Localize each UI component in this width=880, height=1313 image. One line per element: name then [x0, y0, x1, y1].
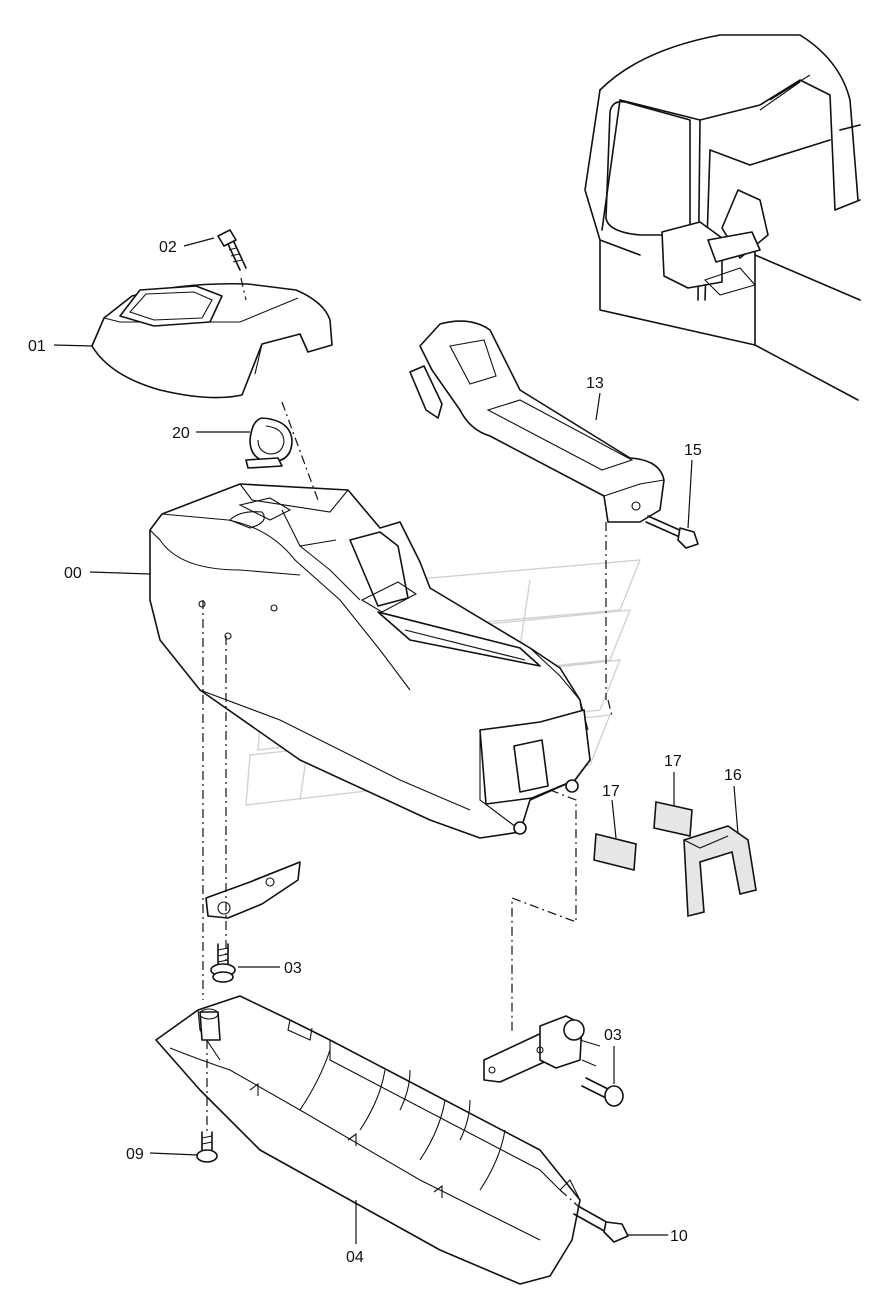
callout-20: 20	[172, 425, 190, 442]
part-16-u-seal	[683, 825, 757, 918]
part-20-clamp	[245, 417, 293, 469]
callout-labels: 02 01 20 00 13 15 17 17 16 03 03 09 10 0…	[28, 239, 742, 1266]
callout-leaders	[53, 237, 739, 1244]
callout-09: 09	[126, 1146, 144, 1163]
part-09-bolt	[196, 1131, 218, 1163]
cab-reference-view	[584, 34, 861, 401]
rear-bracket	[483, 1015, 601, 1083]
part-00-console-body	[149, 483, 591, 839]
lower-bracket	[205, 861, 301, 919]
part-04-under-tray	[155, 995, 581, 1285]
part-03-bolt-left	[210, 943, 236, 983]
callout-16: 16	[724, 767, 742, 784]
callout-03-left: 03	[284, 960, 302, 977]
part-03-bolt-right	[581, 1077, 624, 1107]
callout-13: 13	[586, 375, 604, 392]
part-17-foam-pad-lower	[593, 832, 637, 872]
part-10-bolt	[573, 1205, 629, 1243]
part-15-bolt	[645, 515, 699, 549]
callout-03-right: 03	[604, 1027, 622, 1044]
part-13-armrest	[409, 320, 665, 523]
part-17-foam-pad-upper	[653, 801, 693, 837]
callout-01: 01	[28, 338, 46, 355]
assembly-centerlines	[202, 277, 613, 1207]
callout-00: 00	[64, 565, 82, 582]
callout-02: 02	[159, 239, 177, 256]
callout-17-lower: 17	[602, 783, 620, 800]
part-01-upper-cover	[91, 282, 333, 399]
callout-10: 10	[670, 1228, 688, 1245]
part-02-bolt	[217, 229, 247, 271]
callout-17-upper: 17	[664, 753, 682, 770]
callout-04: 04	[346, 1249, 364, 1266]
callout-15: 15	[684, 442, 702, 459]
